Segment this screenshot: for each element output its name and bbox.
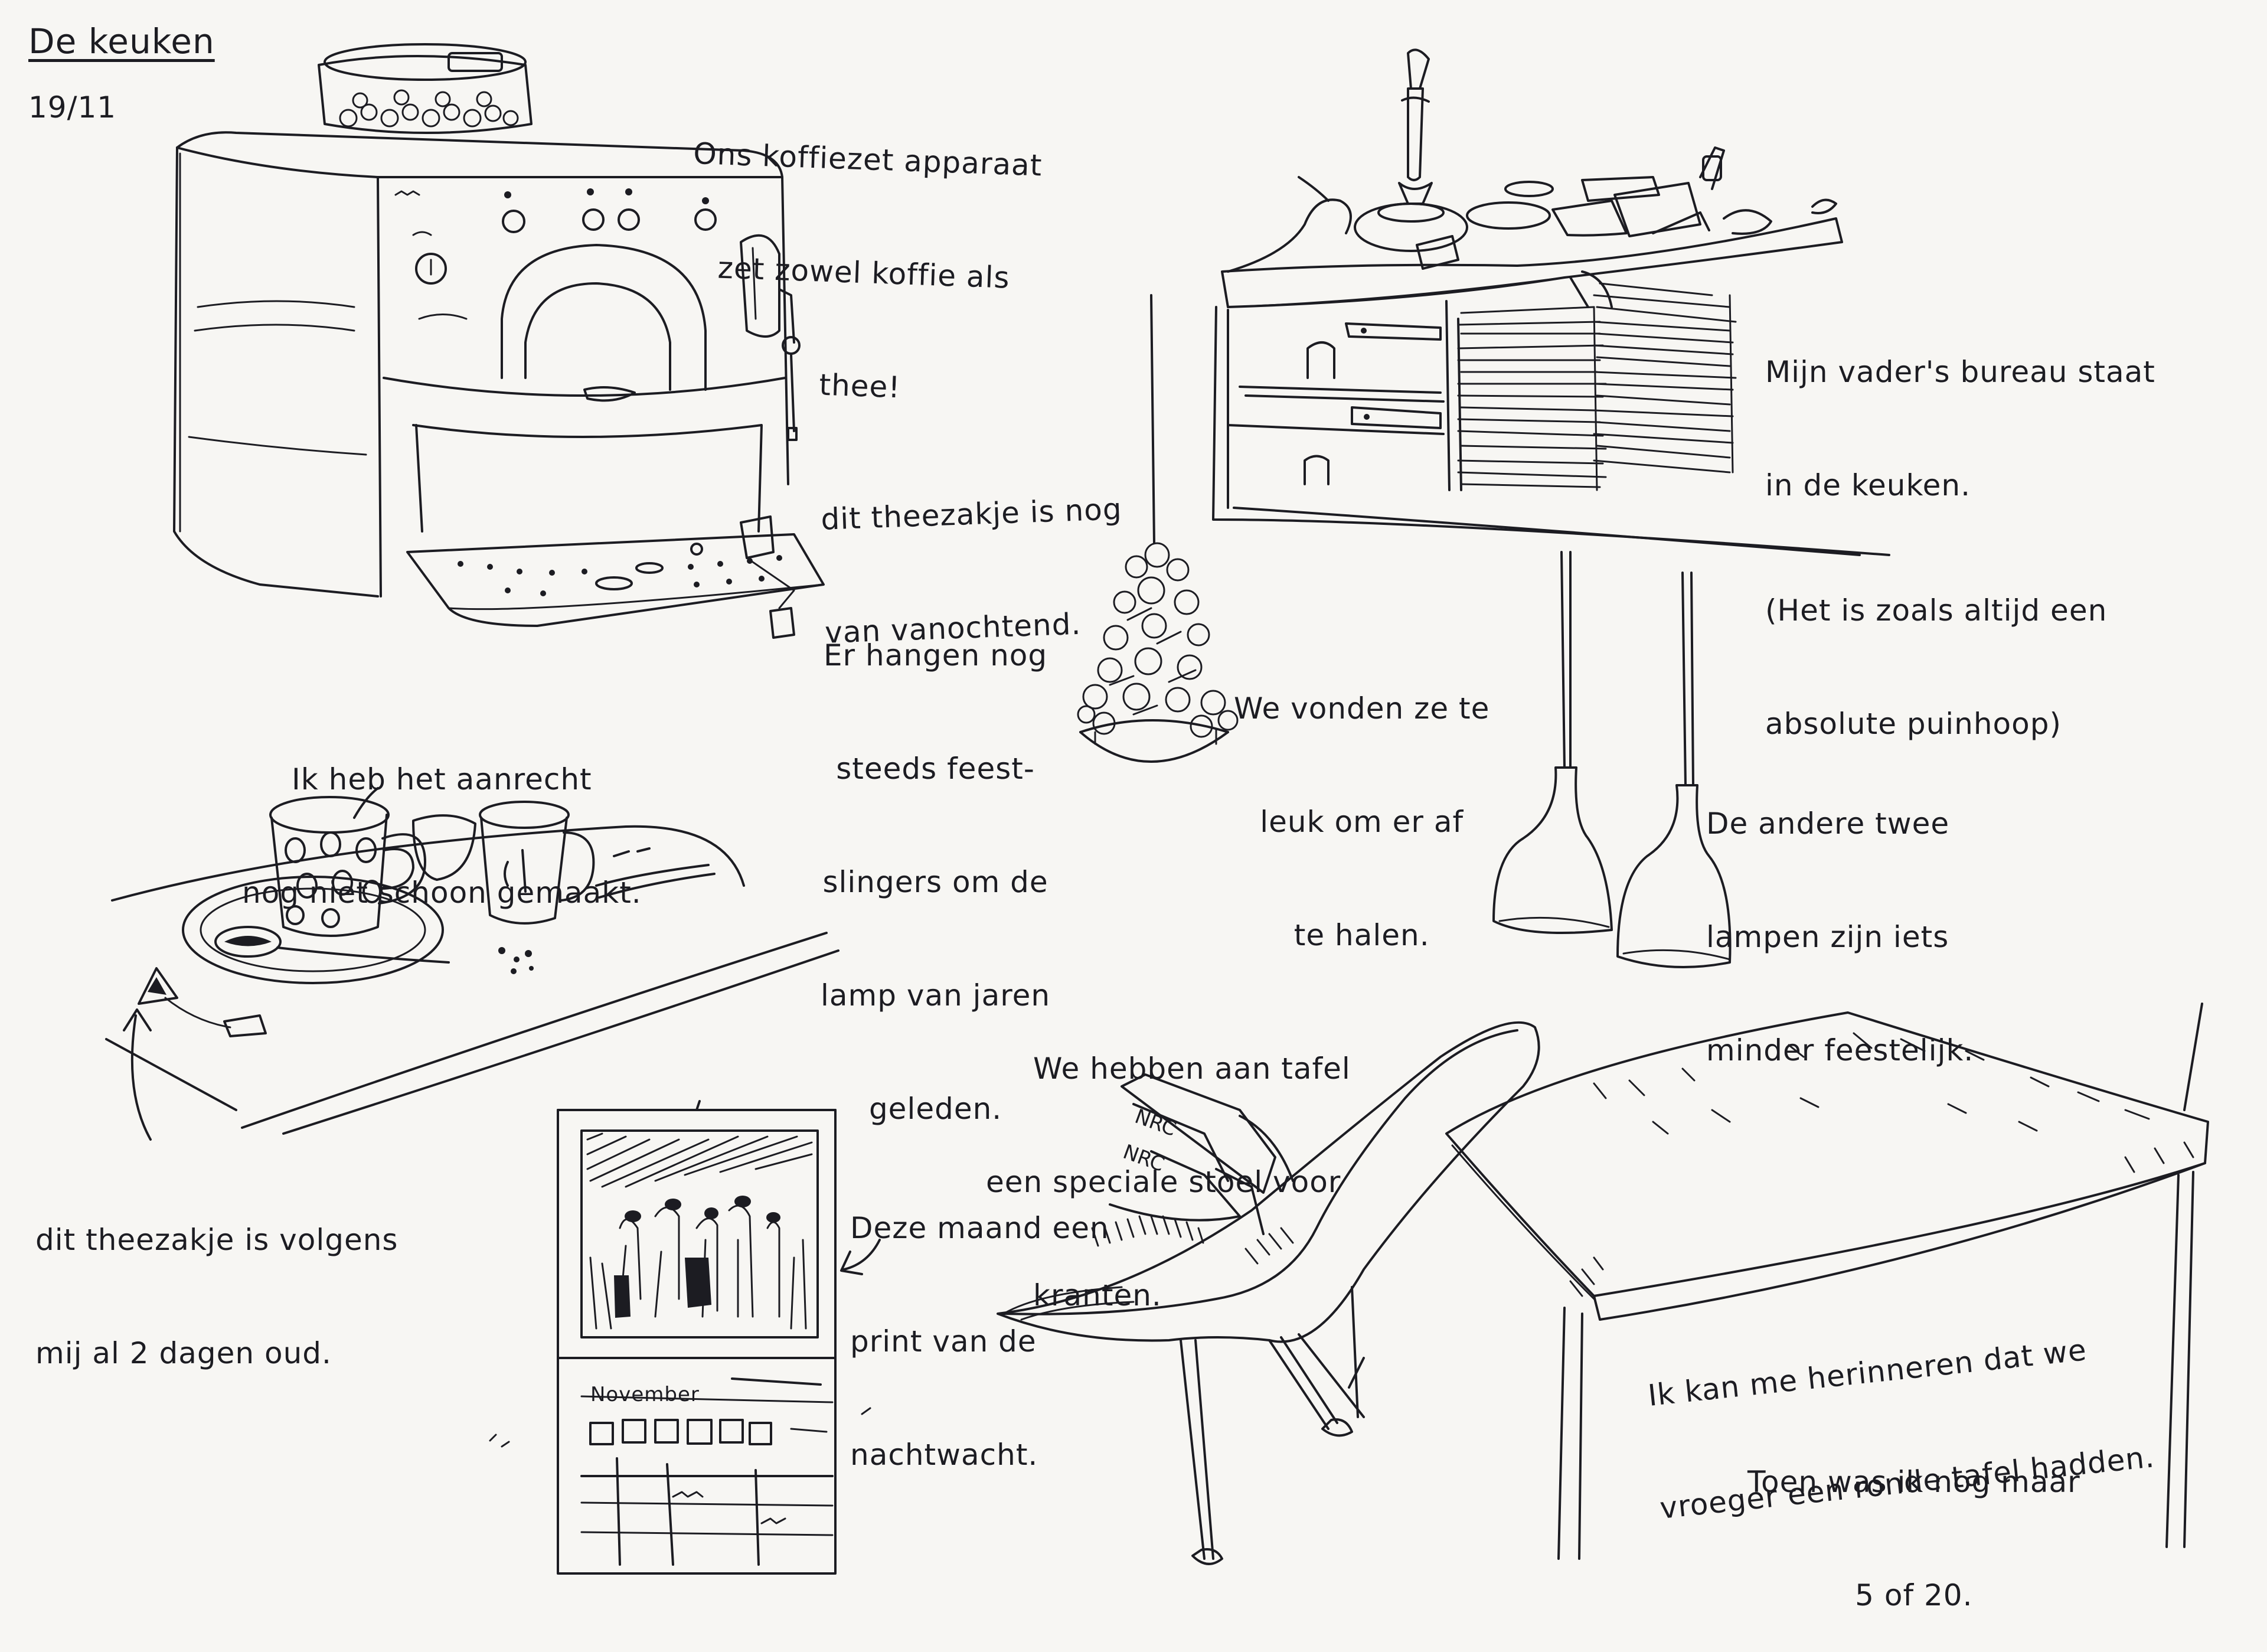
- note-line: dit theezakje is nog: [820, 492, 1123, 537]
- note-line: lamp van jaren: [821, 978, 1051, 1013]
- note-line: in de keuken.: [1765, 468, 1971, 502]
- note-line: dit theezakje is volgens: [35, 1223, 398, 1257]
- note-line: Deze maand een: [850, 1211, 1109, 1245]
- note-other-lamps: De andere twee lampen zijn iets minder f…: [1706, 729, 1974, 1107]
- note-line: We vonden ze te: [1234, 691, 1490, 726]
- calendar-month: November: [590, 1383, 700, 1406]
- note-line: Mijn vader's bureau staat: [1765, 355, 2155, 389]
- kitchen-sketch: NRC NRC: [0, 0, 2267, 1603]
- note-line: We hebben aan tafel: [1033, 1052, 1351, 1086]
- desk-drawing: [1213, 50, 1889, 555]
- note-counter: Ik heb het aanrecht nog niet schoon gema…: [242, 685, 642, 949]
- note-line: Ons koffiezet apparaat: [692, 136, 1043, 183]
- note-garlands: Er hangen nog steeds feest- slingers om …: [821, 561, 1050, 1165]
- note-line: minder feestelijk.: [1706, 1033, 1974, 1067]
- note-line: 5 of 20.: [1855, 1578, 1973, 1612]
- note-line: Ik heb het aanrecht: [292, 762, 592, 796]
- note-line: print van de: [850, 1324, 1037, 1359]
- note-line: nachtwacht.: [850, 1438, 1038, 1472]
- coffee-machine-drawing: [174, 44, 824, 638]
- note-line: mij al 2 dagen oud.: [35, 1336, 332, 1370]
- note-line: leuk om er af: [1260, 805, 1464, 839]
- note-print: Deze maand een print van de nachtwacht.: [850, 1134, 1109, 1511]
- newspaper-chair-drawing: NRC NRC: [998, 1023, 1539, 1564]
- note-line: kranten.: [1033, 1278, 1162, 1313]
- note-age: Toen was ik nog maar 5 of 20.: [1747, 1387, 2080, 1652]
- pendant-lamps-drawing: [1078, 295, 1730, 967]
- note-line: (Het is zoals altijd een: [1765, 593, 2108, 628]
- note-line: geleden.: [868, 1092, 1002, 1126]
- note-teabag-old: dit theezakje is volgens mij al 2 dagen …: [35, 1145, 398, 1410]
- note-line: slingers om de: [822, 865, 1048, 899]
- note-line: Toen was ik nog maar: [1747, 1465, 2080, 1499]
- note-chair: We hebben aan tafel een speciale stoel v…: [986, 974, 1351, 1352]
- note-line: Er hangen nog: [823, 638, 1048, 672]
- note-line: zet zowel koffie als: [717, 250, 1011, 295]
- note-line: nog niet schoon gemaakt.: [242, 876, 642, 910]
- dining-table-drawing: [1446, 1004, 2208, 1559]
- note-coffee-machine: Ons koffiezet apparaat zet zowel koffie …: [684, 59, 1046, 449]
- note-line: te halen.: [1293, 918, 1430, 952]
- note-line: De andere twee: [1706, 807, 1950, 841]
- note-line: lampen zijn iets: [1706, 920, 1949, 954]
- note-line: absolute puinhoop): [1765, 707, 2062, 741]
- page-date: 19/11: [28, 90, 117, 125]
- counter-drawing: [106, 788, 838, 1140]
- note-line: thee!: [818, 367, 901, 405]
- note-line: een speciale stoel voor: [986, 1165, 1341, 1199]
- page-title: De keuken: [28, 21, 215, 61]
- note-line: steeds feest-: [836, 752, 1035, 786]
- calendar-drawing: [490, 1101, 880, 1573]
- note-desk: Mijn vader's bureau staat in de keuken. …: [1765, 277, 2155, 781]
- note-too-cute: We vonden ze te leuk om er af te halen.: [1234, 614, 1489, 992]
